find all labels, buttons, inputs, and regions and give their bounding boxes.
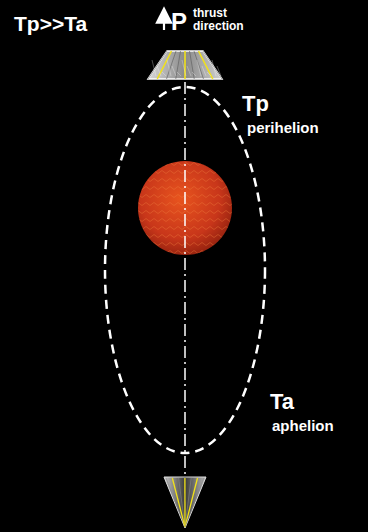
apsidal-axis [184, 82, 186, 478]
label: Ta [270, 390, 294, 414]
label: aphelion [272, 418, 334, 435]
sail-aphelion [164, 477, 206, 528]
label: perihelion [247, 120, 319, 137]
label: Tp [242, 92, 269, 116]
label: thrust direction [193, 7, 255, 33]
thrust-arrow [163, 15, 165, 30]
sail-perihelion [148, 51, 222, 79]
label: P [171, 9, 187, 35]
label: Tp>>Ta [14, 12, 87, 35]
